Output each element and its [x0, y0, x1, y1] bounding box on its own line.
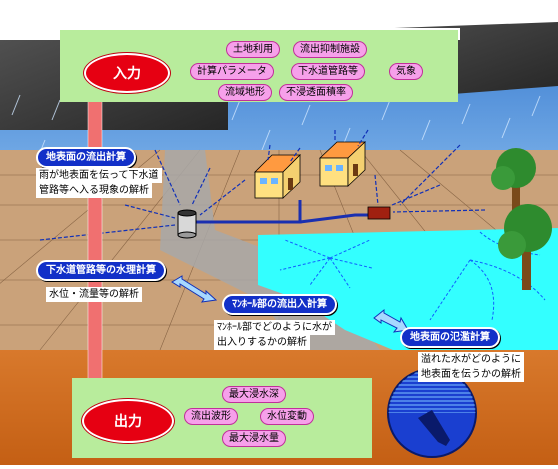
- house-icon: [254, 154, 301, 199]
- stage-manhole-title: ﾏﾝﾎｰﾙ部の流出入計算: [222, 294, 337, 315]
- input-item-land-use: 土地利用: [226, 41, 280, 58]
- stage-surface-runoff-desc-1: 雨が地表面を伝って下水道: [36, 168, 162, 183]
- flood-flow-arrows: [279, 231, 546, 321]
- stage-manhole-desc-2: 出入りするかの解析: [214, 335, 310, 350]
- input-title: 入力: [113, 66, 141, 82]
- stage-inundation-desc-2: 地表面を伝うかの解析: [418, 367, 524, 382]
- stage-inundation-desc-1: 溢れた水がどのように: [418, 352, 524, 367]
- manhole-icon: [177, 209, 197, 239]
- stage-sewer-desc: 水位・流量等の解析: [46, 287, 142, 302]
- input-item-terrain: 流域地形: [218, 84, 272, 101]
- inlet-box: [367, 206, 391, 220]
- stage-surface-runoff-desc-2: 管路等へ入る現象の解析: [36, 183, 152, 198]
- stage-sewer-title: 下水道管路等の水理計算: [36, 260, 166, 281]
- stage-inundation-title: 地表面の氾濫計算: [400, 327, 500, 348]
- manhole-overflow-icon: [387, 368, 477, 458]
- output-item-max-volume: 最大浸水量: [222, 430, 286, 447]
- stage-manhole-desc-1: ﾏﾝﾎｰﾙ部でどのように水が: [214, 320, 335, 335]
- flood-area: [258, 228, 558, 355]
- input-oval: 入力: [84, 53, 170, 93]
- output-title: 出力: [114, 414, 142, 430]
- stage-surface-runoff-title: 地表面の流出計算: [36, 147, 136, 168]
- output-item-hydrograph: 流出波形: [184, 408, 238, 425]
- output-item-water-level: 水位変動: [260, 408, 314, 425]
- tree-icon: [491, 148, 552, 290]
- input-item-sewer-pipes: 下水道管路等: [291, 63, 365, 80]
- output-item-max-depth: 最大浸水深: [222, 386, 286, 403]
- input-item-impervious: 不浸透面積率: [279, 84, 353, 101]
- input-item-weather: 気象: [389, 63, 423, 80]
- input-item-parameters: 計算パラメータ: [190, 63, 274, 80]
- house-icon: [318, 141, 367, 187]
- exchange-arrows: [171, 275, 409, 333]
- output-oval: 出力: [82, 399, 174, 443]
- surface-runoff-arrows: [39, 129, 486, 241]
- input-item-runoff-control: 流出抑制施設: [293, 41, 367, 58]
